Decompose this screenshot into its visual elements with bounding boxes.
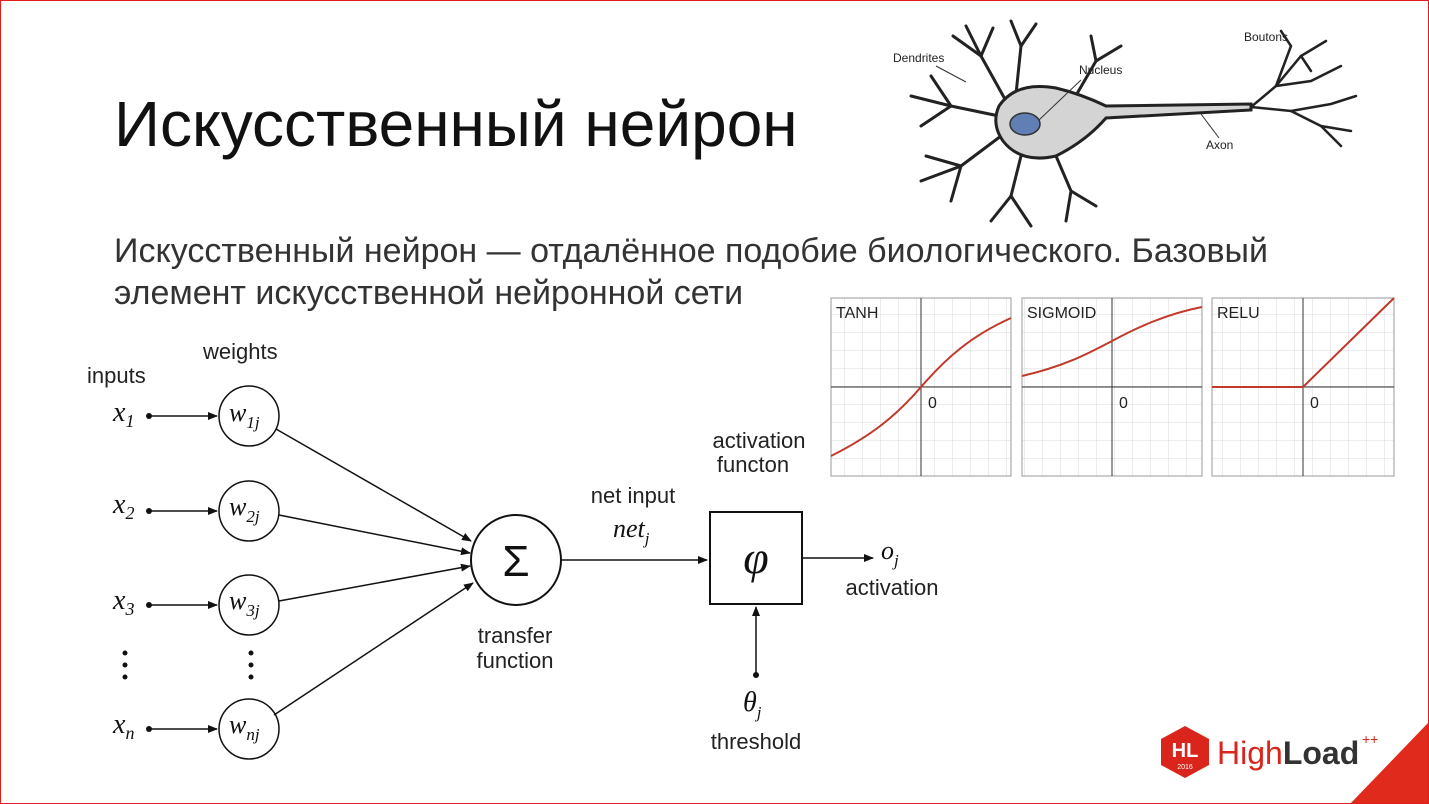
weight-wnj: wnj (229, 710, 260, 744)
weights-label: weights (202, 339, 278, 364)
input-x3: x3 (112, 585, 134, 619)
sigmoid-curve (1021, 306, 1203, 377)
input-row-3: x3 w3j (112, 574, 280, 636)
weight-w1j: w1j (229, 398, 260, 432)
logo-text: HighLoad (1217, 735, 1359, 771)
cell-body (994, 84, 1253, 160)
weight-node-2 (218, 480, 280, 542)
logo-plus: ++ (1362, 731, 1378, 747)
weight-node-3 (218, 574, 280, 636)
net-variable: netj (613, 514, 650, 548)
output-variable: oj (881, 536, 899, 570)
weight-node-n (218, 698, 280, 760)
weight-node-1 (218, 385, 280, 447)
phi-symbol: φ (743, 532, 768, 583)
weight-w2j: w2j (229, 492, 260, 526)
tanh-zero: 0 (928, 395, 937, 412)
relu-curve (1212, 297, 1395, 388)
input-xn: xn (112, 709, 134, 743)
input-x1: x1 (112, 397, 134, 431)
biological-neuron-illustration: Dendrites Nucleus Boutons Axon (893, 19, 1358, 228)
slide-title: Искусственный нейрон (114, 88, 798, 160)
corner-accent (1350, 723, 1428, 803)
dendrites-branches (909, 19, 1123, 228)
sigma-symbol: Σ (502, 537, 529, 586)
inputs-label: inputs (87, 363, 146, 388)
boutons-label: Boutons (1244, 30, 1288, 44)
nucleus-shape (1009, 112, 1041, 136)
summation-node (470, 514, 562, 606)
weight-to-sum-arrows (273, 428, 474, 716)
tanh-curve (830, 317, 1012, 457)
relu-zero: 0 (1310, 395, 1319, 412)
highload-logo: HL 2016 HighLoad ++ (1161, 726, 1378, 778)
sigmoid-label: SIGMOID (1027, 305, 1096, 322)
axon-label: Axon (1206, 138, 1233, 152)
weight-w3j: w3j (229, 586, 260, 620)
input-row-1: x1 w1j (112, 385, 280, 447)
logo-hexagon (1161, 726, 1209, 778)
relu-plot: RELU 0 (1211, 297, 1395, 477)
activation-function-box (709, 511, 803, 605)
threshold-variable: θj (743, 687, 762, 722)
perceptron-diagram: inputs weights x1 w1j x2 w2j x3 w3j (87, 339, 939, 760)
nucleus-label: Nucleus (1079, 63, 1122, 77)
slide-subtitle: Искусственный нейрон — отдалённое подоби… (114, 232, 1268, 312)
input-row-2: x2 w2j (112, 480, 280, 542)
net-input-label: net input (591, 483, 675, 508)
activation-plots: TANH 0 SIGMOID 0 RELU 0 (830, 297, 1395, 477)
sigmoid-plot: SIGMOID 0 (1021, 297, 1203, 477)
activation-output-label: activation (846, 575, 939, 600)
function-label: function (476, 648, 553, 673)
tanh-plot: TANH 0 (830, 297, 1012, 477)
threshold-label: threshold (711, 729, 802, 754)
input-row-n: xn wnj (112, 698, 280, 760)
logo-badge: HL (1172, 740, 1199, 762)
input-x2: x2 (112, 489, 134, 523)
logo-year: 2016 (1177, 764, 1193, 771)
ellipsis-dots (122, 650, 254, 680)
sigmoid-zero: 0 (1119, 395, 1128, 412)
transfer-label: transfer (478, 623, 553, 648)
tanh-label: TANH (836, 305, 878, 322)
axon-terminals (1249, 29, 1358, 148)
activation-function-label-2: functon (717, 452, 789, 477)
dendrites-label: Dendrites (893, 51, 944, 65)
relu-label: RELU (1217, 305, 1260, 322)
activation-function-label-1: activation (713, 428, 806, 453)
